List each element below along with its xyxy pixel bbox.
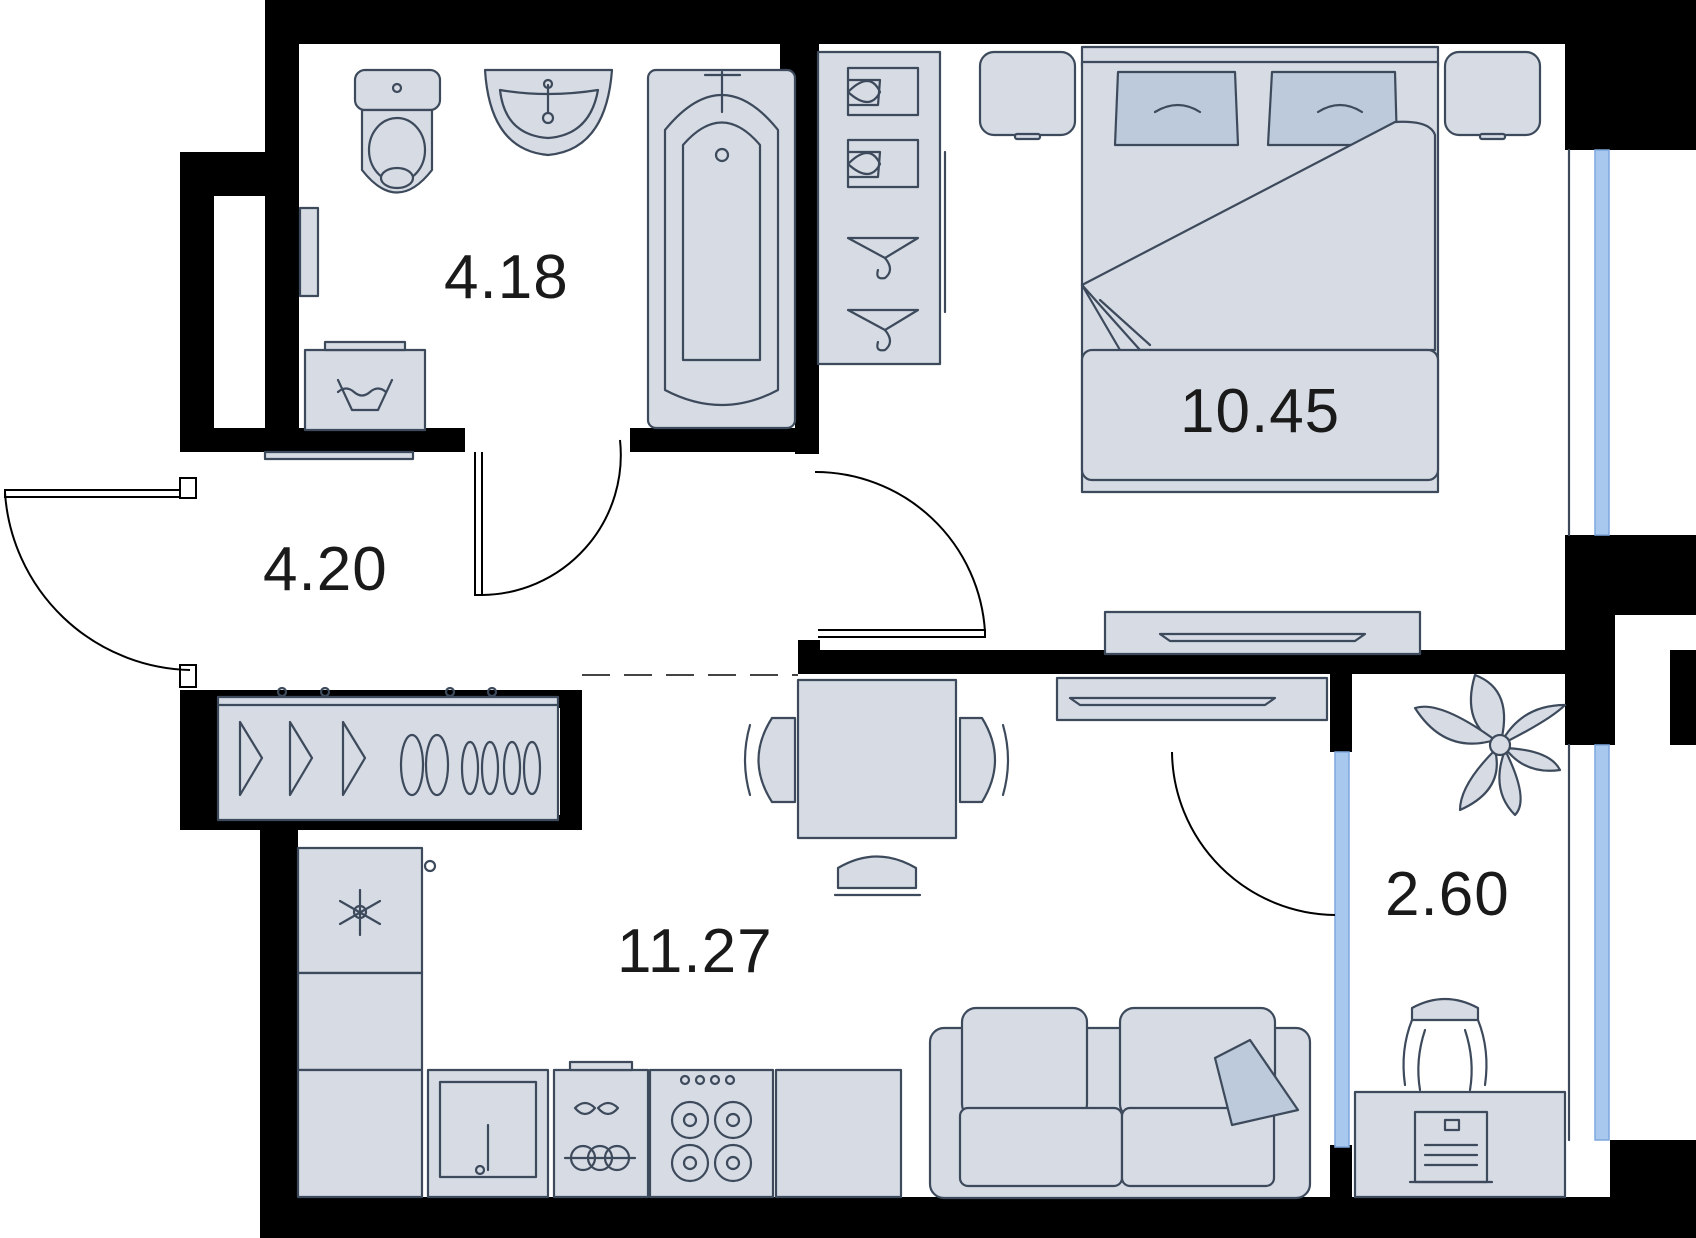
doors	[4, 439, 1336, 916]
sofa-icon	[928, 1006, 1312, 1200]
snowflake-icon	[338, 888, 382, 937]
bedroom-door	[818, 629, 986, 638]
kitchen-sink-icon	[438, 1080, 538, 1179]
room-area-living-kitchen: 11.27	[617, 917, 773, 986]
kitchen	[296, 846, 903, 1199]
walls	[180, 0, 1696, 1238]
tv-console	[1055, 610, 1422, 722]
balcony-door	[1171, 751, 1336, 916]
room-area-balcony: 2.60	[1385, 860, 1510, 929]
coffee-machine-icon	[563, 1101, 637, 1172]
washing-machine-icon	[303, 340, 427, 432]
bedroom-wardrobe	[816, 50, 947, 366]
bathroom-door	[474, 452, 483, 596]
sink-icon	[483, 68, 614, 157]
stove-icon	[670, 1074, 753, 1183]
room-area-bedroom: 10.45	[1180, 377, 1340, 446]
hallway-wardrobe	[216, 686, 560, 822]
entrance-door	[4, 489, 180, 498]
desk-chair-icon	[1402, 998, 1488, 1092]
folded-clothes-icon	[846, 66, 920, 189]
bathtub-icon	[646, 68, 797, 430]
dining-table	[743, 678, 1010, 897]
room-area-bathroom: 4.18	[444, 243, 569, 312]
toilet-icon	[353, 68, 442, 194]
bed-icon	[978, 45, 1542, 494]
laptop-icon	[1408, 1110, 1494, 1184]
plant-icon	[1413, 673, 1567, 817]
windows	[1334, 148, 1610, 1148]
bathroom-fixtures	[263, 68, 797, 461]
hanger-icon	[846, 236, 920, 352]
hanger-icon	[238, 720, 367, 797]
balcony-furniture	[1353, 673, 1567, 1199]
room-area-hallway: 4.20	[263, 535, 388, 604]
shoes-icon	[399, 733, 542, 797]
area-labels: 4.18 10.45 4.20 11.27 2.60	[263, 243, 1510, 986]
